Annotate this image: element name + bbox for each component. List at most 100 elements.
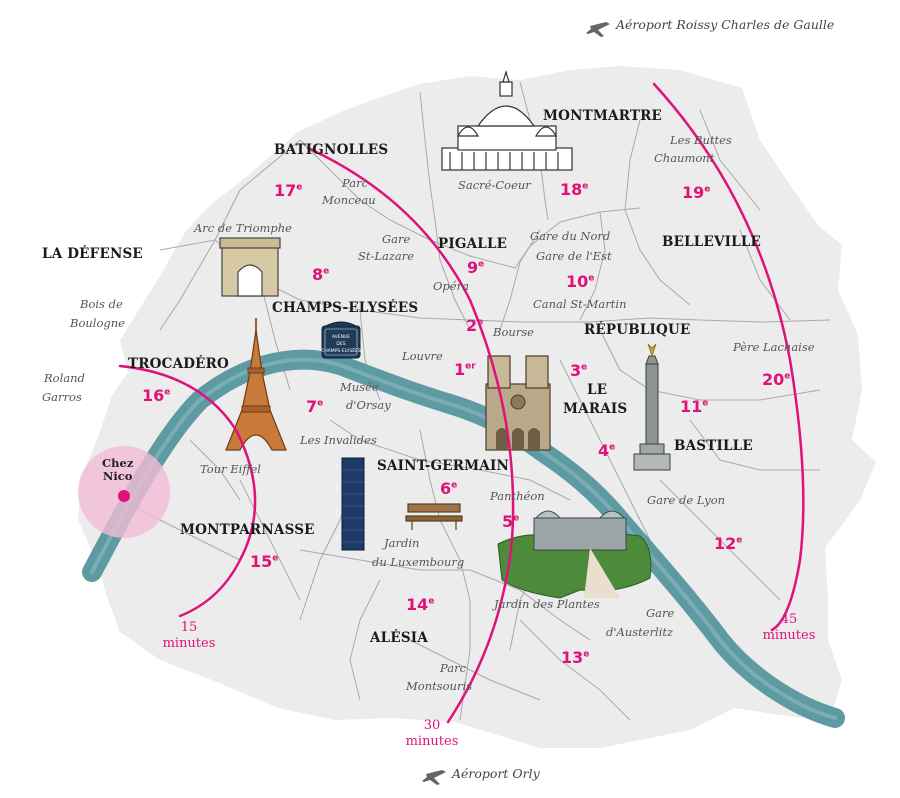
isochrone-15-min bbox=[118, 364, 257, 618]
isochrone-label-45: 45 minutes bbox=[754, 612, 824, 643]
arrondissement-5: 5e bbox=[502, 512, 520, 531]
place-jardin-luxembourg-1: Jardin bbox=[384, 536, 420, 550]
district-saint-germain: SAINT-GERMAIN bbox=[377, 458, 510, 474]
arrondissement-16: 16e bbox=[142, 386, 171, 405]
place-gare-de-lest: Gare de l'Est bbox=[536, 249, 612, 263]
bastille-column-illustration bbox=[633, 343, 671, 471]
place-roland-garros-2: Garros bbox=[42, 390, 82, 404]
isochrone-30-value: 30 bbox=[423, 718, 441, 733]
place-parc-monceau-2: Monceau bbox=[322, 193, 376, 207]
isochrone-label-30: 30 minutes bbox=[398, 718, 466, 749]
arrondissement-11: 11e bbox=[680, 397, 709, 416]
home-label-line-1: Chez bbox=[102, 456, 134, 470]
arrondissement-13: 13e bbox=[561, 648, 590, 667]
arrondissement-14: 14e bbox=[406, 595, 435, 614]
park-bench-illustration bbox=[405, 503, 463, 530]
notre-dame-illustration bbox=[485, 355, 551, 451]
district-batignolles: BATIGNOLLES bbox=[274, 142, 389, 158]
arc-de-triomphe-illustration bbox=[219, 237, 281, 297]
airport-label-cdg: Aéroport Roissy Charles de Gaulle bbox=[616, 17, 835, 32]
place-roland-garros-1: Roland bbox=[44, 371, 85, 385]
place-gare-st-lazare-1: Gare bbox=[382, 232, 411, 246]
district-belleville: BELLEVILLE bbox=[662, 234, 762, 250]
street-sign-line-1: AVENUE bbox=[332, 334, 350, 340]
arrondissement-9: 9e bbox=[467, 258, 485, 277]
place-sacre-coeur: Sacré-Coeur bbox=[458, 178, 531, 192]
arrondissement-12: 12e bbox=[714, 534, 743, 553]
arrondissement-8: 8e bbox=[312, 265, 330, 284]
montparnasse-tower-illustration bbox=[341, 457, 365, 551]
home-marker[interactable] bbox=[118, 490, 130, 502]
district-la-defense: LA DÉFENSE bbox=[42, 246, 143, 262]
champs-elysees-street-sign: AVENUE DES CHAMPS-ELYSÉES bbox=[321, 321, 361, 359]
isochrone-45-unit: minutes bbox=[762, 627, 816, 643]
isochrone-label-15: 15 minutes bbox=[156, 620, 222, 651]
isochrone-15-value: 15 bbox=[180, 620, 198, 635]
arrondissement-18: 18e bbox=[560, 180, 589, 199]
place-canal-st-martin: Canal St-Martin bbox=[533, 297, 627, 311]
place-buttes-chaumont-2: Chaumont bbox=[654, 151, 715, 165]
place-parc-montsouris-2: Montsouris bbox=[406, 679, 473, 693]
arrondissement-6: 6e bbox=[440, 479, 458, 498]
place-gare-de-lyon: Gare de Lyon bbox=[647, 493, 726, 507]
arrondissement-19: 19e bbox=[682, 183, 711, 202]
arrondissement-7: 7e bbox=[306, 397, 324, 416]
place-bourse: Bourse bbox=[493, 325, 534, 339]
street-sign-line-2: DES bbox=[336, 341, 345, 347]
place-musee-dorsay-1: Musée bbox=[340, 380, 379, 394]
eiffel-tower-illustration bbox=[225, 318, 287, 451]
arrondissement-3: 3e bbox=[570, 361, 588, 380]
isochrone-30-min bbox=[306, 146, 515, 724]
place-gare-st-lazare-2: St-Lazare bbox=[358, 249, 415, 263]
district-montmartre: MONTMARTRE bbox=[543, 108, 663, 124]
place-parc-monceau-1: Parc bbox=[342, 176, 369, 190]
place-gare-du-nord: Gare du Nord bbox=[530, 229, 611, 243]
place-pere-lachaise: Père Lachaise bbox=[733, 340, 815, 354]
arrondissement-20: 20e bbox=[762, 370, 791, 389]
arrondissement-1: 1er bbox=[454, 360, 476, 379]
place-tour-eiffel: Tour Eiffel bbox=[200, 462, 261, 476]
place-opera: Opéra bbox=[433, 279, 469, 293]
isochrone-30-unit: minutes bbox=[405, 733, 459, 749]
arrondissement-4: 4e bbox=[598, 441, 616, 460]
place-bois-de-boulogne-2: Boulogne bbox=[70, 316, 125, 330]
place-bois-de-boulogne-1: Bois de bbox=[80, 297, 123, 311]
plane-icon bbox=[422, 770, 446, 785]
place-les-invalides: Les Invalides bbox=[300, 433, 377, 447]
isochrone-15-unit: minutes bbox=[162, 635, 216, 651]
jardin-des-plantes-illustration bbox=[497, 510, 652, 599]
arrondissement-2: 2e bbox=[466, 316, 484, 335]
district-alesia: ALÉSIA bbox=[370, 630, 428, 646]
district-republique: RÉPUBLIQUE bbox=[584, 322, 691, 338]
district-le-marais-line-1: LE bbox=[587, 382, 608, 398]
arrondissement-17: 17e bbox=[274, 181, 303, 200]
district-champs-elysees: CHAMPS-ELYSÉES bbox=[272, 300, 419, 316]
isochrone-curves bbox=[118, 82, 805, 724]
district-le-marais-line-2: MARAIS bbox=[563, 401, 628, 417]
district-montparnasse: MONTPARNASSE bbox=[180, 522, 315, 538]
isochrone-45-min bbox=[652, 82, 805, 632]
place-parc-montsouris-1: Parc bbox=[440, 661, 467, 675]
district-trocadero: TROCADÉRO bbox=[128, 356, 230, 372]
arrondissement-10: 10e bbox=[566, 272, 595, 291]
place-arc-de-triomphe: Arc de Triomphe bbox=[194, 221, 292, 235]
home-label-line-2: Nico bbox=[102, 469, 133, 484]
place-louvre: Louvre bbox=[402, 349, 443, 363]
street-sign-line-3: CHAMPS-ELYSÉES bbox=[321, 346, 361, 354]
district-bastille: BASTILLE bbox=[674, 438, 753, 454]
sacre-coeur-illustration bbox=[441, 69, 573, 171]
airport-label-orly: Aéroport Orly bbox=[452, 766, 540, 781]
place-musee-dorsay-2: d'Orsay bbox=[346, 398, 391, 412]
district-pigalle: PIGALLE bbox=[438, 236, 508, 252]
place-gare-austerlitz-1: Gare bbox=[646, 606, 675, 620]
plane-icon bbox=[586, 22, 610, 37]
place-jardin-des-plantes: Jardin des Plantes bbox=[494, 597, 600, 611]
place-gare-austerlitz-2: d'Austerlitz bbox=[606, 625, 674, 639]
place-jardin-luxembourg-2: du Luxembourg bbox=[372, 555, 465, 569]
place-pantheon: Panthéon bbox=[490, 489, 545, 503]
arrondissement-15: 15e bbox=[250, 552, 279, 571]
isochrone-45-value: 45 bbox=[780, 612, 798, 627]
home-label: Chez Nico bbox=[102, 456, 134, 484]
place-buttes-chaumont-1: Les Buttes bbox=[670, 133, 732, 147]
